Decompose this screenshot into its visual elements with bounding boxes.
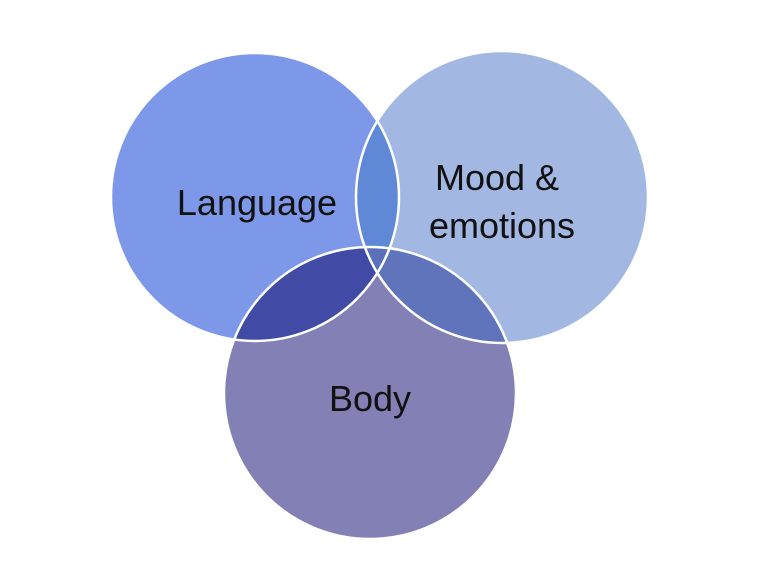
language-label: Language bbox=[177, 182, 337, 223]
mood-body-overlap bbox=[356, 247, 516, 343]
mood-emotions-circle-outline bbox=[354, 49, 650, 345]
body-label: Body bbox=[329, 378, 411, 419]
mood-emotions-label: Mood & emotions bbox=[429, 157, 575, 246]
language-circle-outline bbox=[109, 51, 401, 343]
body-circle-outline bbox=[222, 245, 518, 541]
mood-emotions-label-line-2: emotions bbox=[429, 205, 575, 246]
language-body-overlap bbox=[224, 247, 399, 341]
mood-emotions-label-line-1: Mood & bbox=[435, 157, 559, 198]
